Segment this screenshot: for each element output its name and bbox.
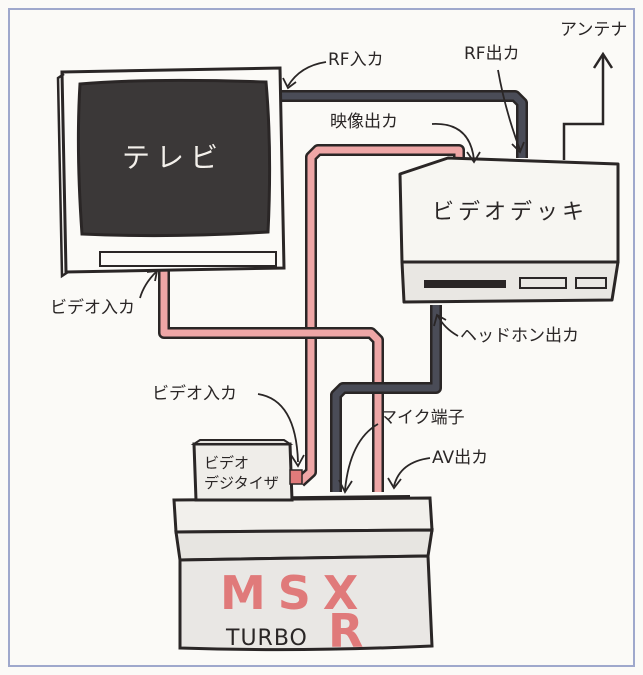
mic-jack-label: マイク端子 (380, 408, 465, 428)
tv-screen (76, 78, 272, 238)
av-out-arrow (393, 457, 431, 487)
digitizer-label-line1: ビデオ (204, 454, 250, 472)
antenna-arrow-icon (592, 51, 614, 69)
mic-jack-arrow (344, 423, 379, 491)
digitizer-video-in-label: ビデオ入カ (152, 384, 237, 404)
video-digitizer (190, 439, 303, 502)
antenna-line (562, 56, 605, 160)
msx-turbo-label: TURBO (226, 626, 308, 651)
rf-out-arrow (497, 69, 521, 151)
digitizer-video-in-arrow (257, 393, 299, 463)
headphone-out-arrow (437, 315, 459, 337)
digitizer-port (289, 469, 303, 485)
rf-in-label: RF入カ (328, 50, 384, 70)
video-out-arrow (431, 123, 475, 161)
video-deck (398, 156, 620, 304)
tv-video-in-label: ビデオ入カ (50, 298, 135, 318)
tv-video-in-arrow (139, 271, 157, 299)
msx-computer (172, 495, 434, 652)
vcr-tape-slot (424, 280, 506, 288)
video-out-label: 映像出カ (330, 112, 398, 132)
headphone-out-label: ヘッドホン出カ (460, 326, 579, 346)
digitizer-label-line2: デジタイザ (204, 474, 279, 492)
frame-border (8, 8, 635, 667)
vcr-label: ビデオデッキ (432, 200, 589, 225)
msx-r-label: R (328, 604, 364, 658)
av-out-label: AV出カ (432, 448, 489, 468)
television (56, 66, 286, 279)
tv-label: テレビ (122, 141, 225, 174)
tv-bottom-panel (99, 251, 277, 267)
rf-out-label: RF出カ (464, 44, 520, 64)
antenna-label: アンテナ (560, 20, 628, 40)
msx-logo: MSX (220, 566, 371, 620)
rf-in-arrow (287, 61, 327, 87)
